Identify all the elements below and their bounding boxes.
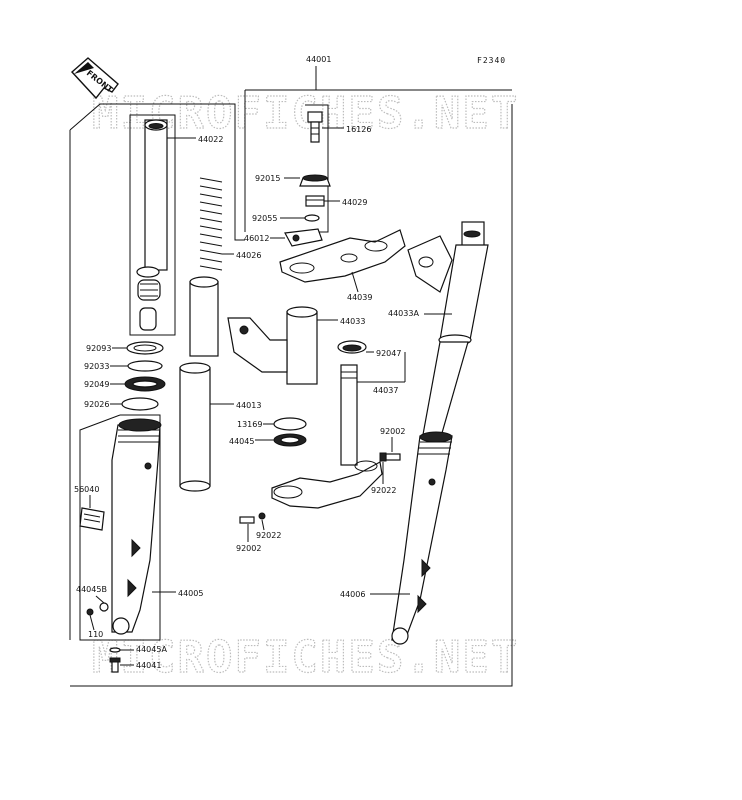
front-arrow-icon: FRONT	[70, 57, 119, 100]
part-label-92015: 92015	[255, 174, 280, 183]
assembly-outline	[69, 103, 513, 687]
inner-fork-tube[interactable]	[144, 119, 168, 271]
part-label-92002-right: 92002	[380, 427, 405, 436]
part-label-44026: 44026	[236, 251, 261, 260]
fork-spring[interactable]	[199, 177, 223, 271]
part-label-44039: 44039	[347, 293, 372, 302]
part-label-44045A: 44045A	[136, 645, 167, 654]
left-outer-fork-tube[interactable]	[111, 418, 162, 635]
bottom-allen-bolt[interactable]	[109, 647, 121, 673]
diagram-code: F2340	[477, 56, 506, 65]
pinch-bolt-right[interactable]	[379, 452, 401, 462]
spacer-tube[interactable]	[179, 276, 219, 492]
part-label-56040: 56040	[74, 485, 99, 494]
part-label-44001: 44001	[306, 55, 331, 64]
part-label-44006: 44006	[340, 590, 365, 599]
part-label-92055: 92055	[252, 214, 277, 223]
seal-set[interactable]	[121, 341, 166, 411]
fork-cover-tube[interactable]	[227, 306, 318, 385]
part-label-110: 110	[88, 630, 103, 639]
part-label-46012: 46012	[244, 234, 269, 243]
drain-screw[interactable]	[86, 602, 109, 616]
part-label-44005: 44005	[178, 589, 203, 598]
part-label-16126: 16126	[346, 125, 371, 134]
part-label-44029: 44029	[342, 198, 367, 207]
part-label-44041: 44041	[136, 661, 161, 670]
handlebar-holder[interactable]	[284, 228, 323, 247]
inner-tube-group-box	[129, 114, 176, 336]
right-fork-leg-assembly[interactable]	[391, 221, 489, 645]
stem-nut-assembly[interactable]	[299, 111, 331, 222]
steering-stem[interactable]	[271, 340, 383, 509]
part-label-44033A: 44033A	[388, 309, 419, 318]
part-label-44045B: 44045B	[76, 585, 107, 594]
part-label-92002-left: 92002	[236, 544, 261, 553]
top-bracket-outline	[244, 89, 512, 232]
damper-rod-parts[interactable]	[136, 266, 161, 331]
left-fork-group-box	[79, 414, 161, 641]
part-label-44022: 44022	[198, 135, 223, 144]
part-label-92033: 92033	[84, 362, 109, 371]
watermark-bottom: MICROFICHES.NET	[92, 632, 519, 683]
part-label-13169: 13169	[237, 420, 262, 429]
stem-bearing[interactable]	[273, 417, 307, 447]
part-label-92026: 92026	[84, 400, 109, 409]
part-label-92047: 92047	[376, 349, 401, 358]
caution-label-plate[interactable]	[79, 507, 105, 531]
part-label-92093: 92093	[86, 344, 111, 353]
part-label-44037: 44037	[373, 386, 398, 395]
upper-triple-clamp[interactable]	[279, 229, 406, 283]
pinch-bolt-left[interactable]	[239, 512, 266, 524]
part-label-44045: 44045	[229, 437, 254, 446]
part-label-44033: 44033	[340, 317, 365, 326]
part-label-92022-left: 92022	[256, 531, 281, 540]
part-label-92022-right: 92022	[371, 486, 396, 495]
part-label-92049: 92049	[84, 380, 109, 389]
part-label-44013: 44013	[236, 401, 261, 410]
